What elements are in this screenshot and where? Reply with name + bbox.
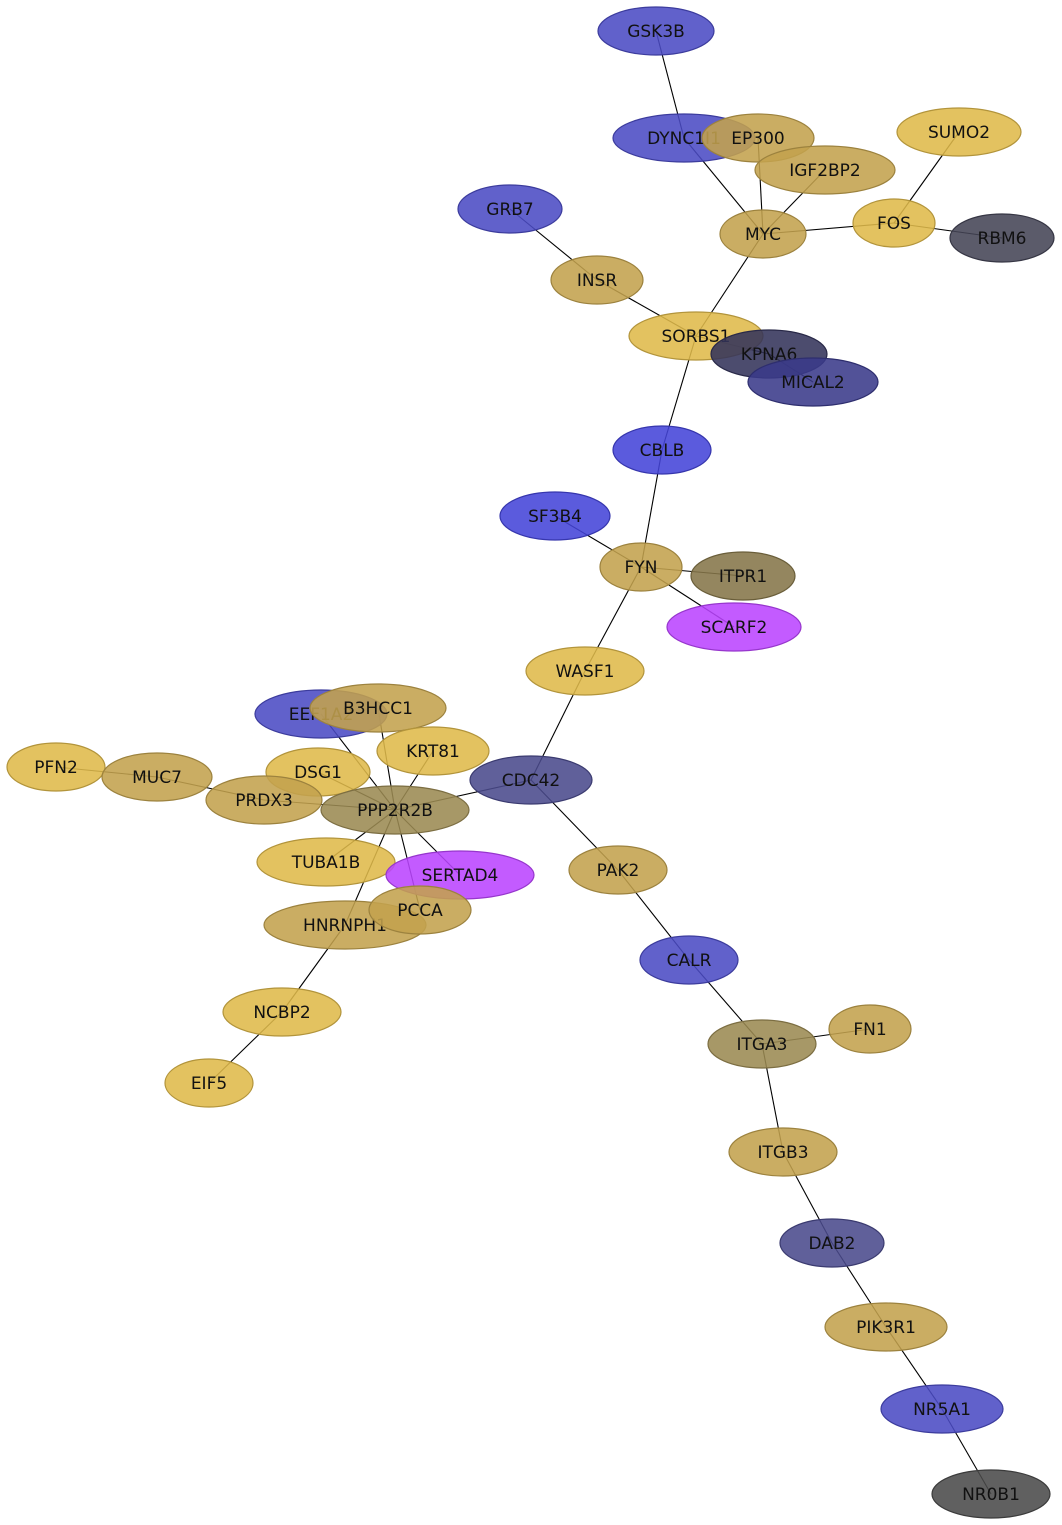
node-ellipse[interactable]: [164, 1058, 254, 1108]
node-fos[interactable]: FOS: [852, 198, 936, 248]
node-insr[interactable]: INSR: [550, 255, 644, 305]
node-ellipse[interactable]: [931, 1469, 1051, 1519]
node-ellipse[interactable]: [376, 726, 490, 776]
node-myc[interactable]: MYC: [719, 209, 807, 259]
node-cblb[interactable]: CBLB: [612, 425, 712, 475]
node-pfn2[interactable]: PFN2: [6, 742, 106, 792]
node-ellipse[interactable]: [469, 755, 593, 805]
node-ellipse[interactable]: [747, 357, 879, 407]
node-cdc42[interactable]: CDC42: [469, 755, 593, 805]
node-ellipse[interactable]: [320, 785, 470, 835]
node-pak2[interactable]: PAK2: [568, 845, 668, 895]
node-ellipse[interactable]: [707, 1019, 817, 1069]
node-ncbp2[interactable]: NCBP2: [222, 987, 342, 1037]
node-sf3b4[interactable]: SF3B4: [499, 491, 611, 541]
node-gsk3b[interactable]: GSK3B: [597, 6, 715, 56]
node-rbm6[interactable]: RBM6: [949, 213, 1055, 263]
node-ellipse[interactable]: [690, 551, 796, 601]
node-ellipse[interactable]: [828, 1004, 912, 1054]
node-ellipse[interactable]: [457, 184, 563, 234]
node-itga3[interactable]: ITGA3: [707, 1019, 817, 1069]
node-ellipse[interactable]: [719, 209, 807, 259]
node-ellipse[interactable]: [599, 542, 683, 592]
node-grb7[interactable]: GRB7: [457, 184, 563, 234]
node-ellipse[interactable]: [568, 845, 668, 895]
node-ellipse[interactable]: [728, 1127, 838, 1177]
node-ellipse[interactable]: [949, 213, 1055, 263]
node-ellipse[interactable]: [525, 646, 645, 696]
node-wasf1[interactable]: WASF1: [525, 646, 645, 696]
node-ellipse[interactable]: [101, 752, 213, 802]
node-ellipse[interactable]: [612, 425, 712, 475]
node-calr[interactable]: CALR: [639, 935, 739, 985]
node-pik3r1[interactable]: PIK3R1: [824, 1302, 948, 1352]
node-tuba1b[interactable]: TUBA1B: [256, 837, 396, 887]
node-fn1[interactable]: FN1: [828, 1004, 912, 1054]
node-itpr1[interactable]: ITPR1: [690, 551, 796, 601]
node-ellipse[interactable]: [754, 145, 896, 195]
node-muc7[interactable]: MUC7: [101, 752, 213, 802]
node-itgb3[interactable]: ITGB3: [728, 1127, 838, 1177]
node-ellipse[interactable]: [896, 107, 1022, 157]
node-b3hcc1[interactable]: B3HCC1: [309, 683, 447, 733]
node-ellipse[interactable]: [852, 198, 936, 248]
node-ellipse[interactable]: [639, 935, 739, 985]
node-eif5[interactable]: EIF5: [164, 1058, 254, 1108]
node-prdx3[interactable]: PRDX3: [205, 775, 323, 825]
node-ellipse[interactable]: [368, 885, 472, 935]
node-sumo2[interactable]: SUMO2: [896, 107, 1022, 157]
node-mical2[interactable]: MICAL2: [747, 357, 879, 407]
node-nr0b1[interactable]: NR0B1: [931, 1469, 1051, 1519]
node-krt81[interactable]: KRT81: [376, 726, 490, 776]
node-nr5a1[interactable]: NR5A1: [880, 1384, 1004, 1434]
node-ellipse[interactable]: [309, 683, 447, 733]
node-dab2[interactable]: DAB2: [779, 1218, 885, 1268]
node-ellipse[interactable]: [779, 1218, 885, 1268]
node-ellipse[interactable]: [597, 6, 715, 56]
node-scarf2[interactable]: SCARF2: [666, 602, 802, 652]
node-ellipse[interactable]: [824, 1302, 948, 1352]
node-ellipse[interactable]: [880, 1384, 1004, 1434]
node-ellipse[interactable]: [6, 742, 106, 792]
node-ppp2r2b[interactable]: PPP2R2B: [320, 785, 470, 835]
node-ellipse[interactable]: [205, 775, 323, 825]
node-ellipse[interactable]: [666, 602, 802, 652]
node-ellipse[interactable]: [222, 987, 342, 1037]
node-ellipse[interactable]: [256, 837, 396, 887]
node-igf2bp2[interactable]: IGF2BP2: [754, 145, 896, 195]
node-fyn[interactable]: FYN: [599, 542, 683, 592]
node-pcca[interactable]: PCCA: [368, 885, 472, 935]
node-ellipse[interactable]: [499, 491, 611, 541]
node-ellipse[interactable]: [550, 255, 644, 305]
